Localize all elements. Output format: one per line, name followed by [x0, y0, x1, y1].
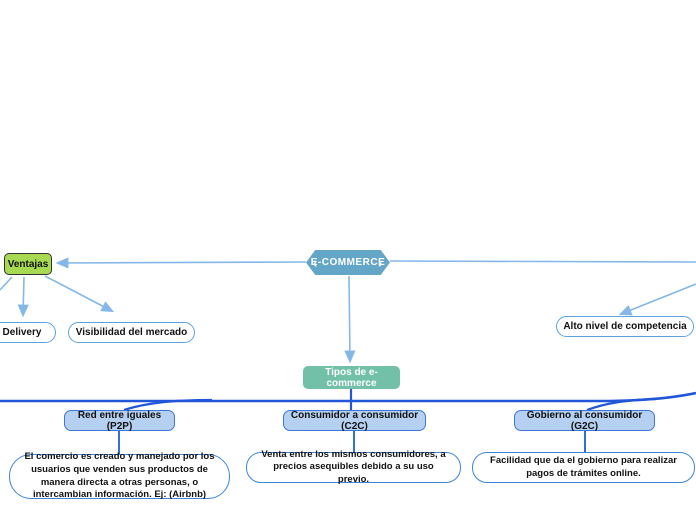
node-delivery-label: Delivery: [2, 327, 42, 338]
node-delivery[interactable]: Delivery: [0, 322, 56, 343]
note-p2p-description[interactable]: El comercio es creado y manejado por los…: [9, 451, 230, 501]
note-p2p-text: El comercio es creado y manejado por los…: [24, 451, 215, 501]
note-g2c-text: Facilidad que da el gobierno para realiz…: [490, 454, 677, 479]
branch-to-p2p: [123, 398, 213, 412]
node-e-commerce-label: E-COMMERCE: [310, 257, 386, 268]
branch-to-g2c: [586, 397, 657, 412]
node-ventajas[interactable]: Ventajas: [4, 253, 52, 275]
chevron-left-icon: ‹: [313, 255, 318, 270]
node-c2c-label: Consumidor a consumidor (C2C): [290, 409, 419, 432]
node-alto-nivel-label: Alto nivel de competencia: [563, 321, 687, 332]
node-gobierno-al-consumidor-g2c[interactable]: Gobierno al consumidor (G2C): [514, 409, 655, 432]
node-ventajas-label: Ventajas: [7, 258, 49, 270]
node-tipos-label: Tipos de e-commerce: [325, 366, 378, 389]
node-alto-nivel-de-competencia[interactable]: Alto nivel de competencia: [556, 316, 694, 337]
branch-main-line: [0, 391, 696, 403]
node-e-commerce[interactable]: ‹ E-COMMERCE ›: [306, 250, 390, 275]
edge-offscreen-to-alto-nivel: [618, 283, 696, 316]
note-g2c-description[interactable]: Facilidad que da el gobierno para realiz…: [472, 452, 695, 483]
node-p2p-label: Red entre iguales (P2P): [77, 409, 162, 432]
edge-root-to-right-offscreen: [389, 260, 696, 263]
node-g2c-label: Gobierno al consumidor (G2C): [526, 409, 643, 432]
edge-root-to-tipos: [344, 275, 356, 364]
edge-ventajas-to-visibilidad: [44, 275, 115, 313]
note-c2c-text: Venta entre los mismos consumidores, a p…: [261, 448, 446, 485]
node-consumidor-a-consumidor-c2c[interactable]: Consumidor a consumidor (C2C): [283, 409, 426, 432]
note-c2c-description[interactable]: Venta entre los mismos consumidores, a p…: [246, 449, 461, 485]
edge-ventajas-to-delivery: [17, 276, 29, 318]
node-tipos-de-e-commerce[interactable]: Tipos de e-commerce: [303, 366, 400, 389]
chevron-right-icon: ›: [378, 255, 383, 270]
node-red-entre-iguales-p2p[interactable]: Red entre iguales (P2P): [64, 409, 175, 432]
edge-root-to-ventajas: [55, 257, 307, 269]
node-visibilidad-label: Visibilidad del mercado: [75, 327, 188, 338]
edge-ventajas-to-offscreen-left: [0, 276, 13, 291]
node-visibilidad-del-mercado[interactable]: Visibilidad del mercado: [68, 322, 195, 343]
